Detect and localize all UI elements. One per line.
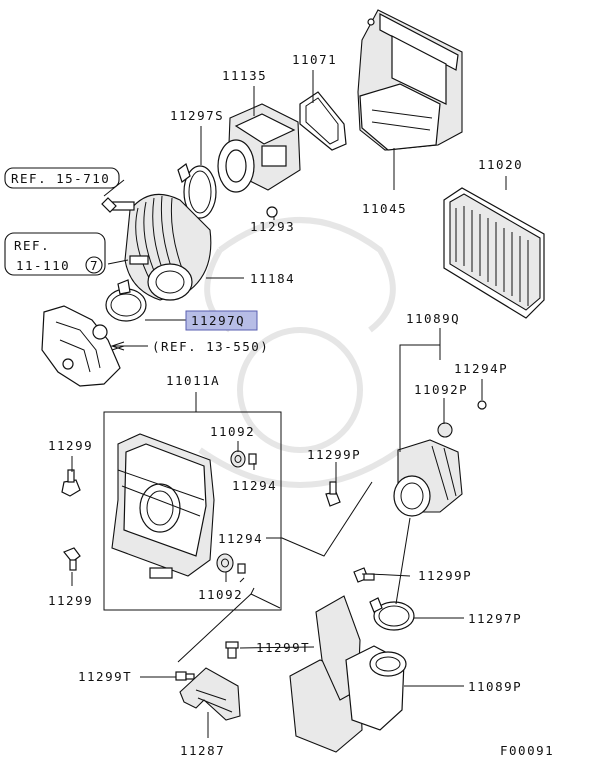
label-11294-upper[interactable]: 11294 xyxy=(232,478,277,493)
label-11299T-right[interactable]: 11299T xyxy=(256,640,310,655)
ref-box-11-110[interactable] xyxy=(4,232,106,276)
label-11294-lower[interactable]: 11294 xyxy=(218,531,263,546)
intake-hose-11184 xyxy=(101,193,212,301)
label-11293[interactable]: 11293 xyxy=(250,219,295,234)
label-11299-upper[interactable]: 11299 xyxy=(48,438,93,453)
label-11011A[interactable]: 11011A xyxy=(166,373,220,388)
ref-circle-7-text: 7 xyxy=(90,258,99,273)
label-11020[interactable]: 11020 xyxy=(478,157,523,172)
label-11092-upper[interactable]: 11092 xyxy=(210,424,255,439)
highlight-11297Q xyxy=(185,310,258,331)
bolt-11299-upper xyxy=(61,469,81,497)
lower-case-group-box xyxy=(103,411,282,611)
grommet-11092a xyxy=(230,450,246,468)
gasket-11071 xyxy=(299,91,347,151)
label-11299P-upper[interactable]: 11299P xyxy=(307,447,361,462)
leader-lines xyxy=(71,70,507,738)
label-11287[interactable]: 11287 xyxy=(180,743,225,758)
collar-11294a xyxy=(248,453,257,465)
label-11071[interactable]: 11071 xyxy=(292,52,337,67)
grommet-11092P xyxy=(437,422,453,438)
air-duct-11089Q xyxy=(393,439,463,517)
label-11299-lower[interactable]: 11299 xyxy=(48,593,93,608)
ref-13-550-text[interactable]: (REF. 13-550) xyxy=(152,339,269,354)
ref-circle-7 xyxy=(85,256,103,274)
label-11297S[interactable]: 11297S xyxy=(170,108,224,123)
collar-11294b xyxy=(237,563,246,574)
part-labels: 11071 11135 11297S 11293 11045 11020 REF… xyxy=(11,52,554,758)
bolt-11299-lower xyxy=(63,547,81,571)
air-duct-11089P xyxy=(289,595,407,753)
grommet-11092b xyxy=(216,553,234,573)
bracket-11287 xyxy=(179,667,241,721)
air-cleaner-case-11011A xyxy=(111,433,215,579)
air-cleaner-cover-11045 xyxy=(357,9,463,151)
label-11297Q[interactable]: 11297Q xyxy=(191,313,245,328)
label-11045[interactable]: 11045 xyxy=(362,201,407,216)
label-11294P[interactable]: 11294P xyxy=(454,361,508,376)
bolt-11299T-left xyxy=(175,671,195,681)
ref-11-110-line1[interactable]: REF. xyxy=(14,238,50,253)
label-11297P[interactable]: 11297P xyxy=(468,611,522,626)
screw-11293 xyxy=(266,206,278,218)
label-11184[interactable]: 11184 xyxy=(250,271,295,286)
ref-box-15-710[interactable] xyxy=(4,167,120,189)
diagram-id: F00091 xyxy=(500,743,554,758)
bolt-11299T-right xyxy=(225,641,239,659)
bolt-11299P-upper xyxy=(325,481,341,507)
collar-11294P xyxy=(477,400,487,410)
ref-11-110-line2[interactable]: 11-110 xyxy=(16,258,70,273)
ref-15-710-text[interactable]: REF. 15-710 xyxy=(11,171,110,186)
label-11299P-lower[interactable]: 11299P xyxy=(418,568,472,583)
air-filter-element-11020 xyxy=(443,187,545,319)
clamp-11297S xyxy=(183,165,217,219)
bolt-11299P-lower xyxy=(353,567,375,583)
airflow-sensor-11135 xyxy=(217,103,301,193)
label-11089P[interactable]: 11089P xyxy=(468,679,522,694)
label-11089Q[interactable]: 11089Q xyxy=(406,311,460,326)
label-11135[interactable]: 11135 xyxy=(222,68,267,83)
label-11092-lower[interactable]: 11092 xyxy=(198,587,243,602)
label-11092P[interactable]: 11092P xyxy=(414,382,468,397)
label-11299T-left[interactable]: 11299T xyxy=(78,669,132,684)
throttle-body-ref xyxy=(41,305,121,387)
